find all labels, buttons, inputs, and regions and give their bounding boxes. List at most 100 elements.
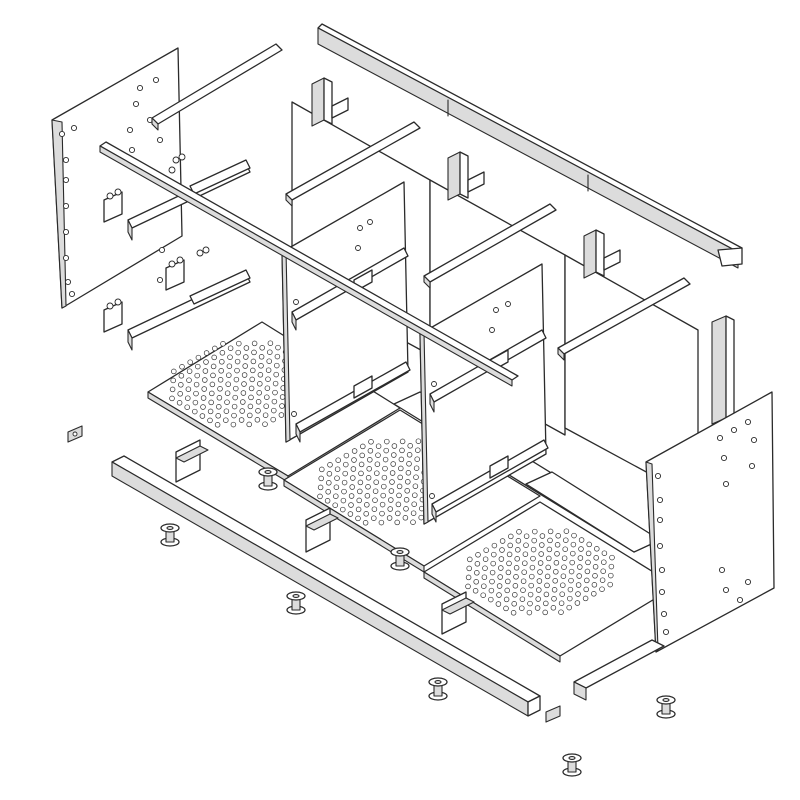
perforation-hole bbox=[246, 421, 252, 428]
perforation-hole bbox=[591, 591, 597, 597]
perforation-hole bbox=[186, 368, 193, 374]
perforation-hole bbox=[176, 400, 183, 406]
perforation-hole bbox=[505, 578, 511, 585]
perforation-hole bbox=[334, 475, 340, 481]
left-side-panel bbox=[51, 47, 183, 309]
perforation-hole bbox=[266, 358, 272, 364]
perforation-hole bbox=[474, 570, 480, 576]
mounting-hole bbox=[152, 76, 160, 84]
perforation-hole bbox=[207, 417, 213, 424]
perforation-hole bbox=[523, 542, 529, 548]
perforation-hole bbox=[567, 595, 573, 602]
perforation-hole bbox=[391, 443, 398, 449]
perforation-hole bbox=[210, 372, 216, 379]
perforation-hole bbox=[192, 408, 198, 415]
small-clip-front bbox=[545, 705, 561, 723]
perforation-hole bbox=[317, 484, 324, 491]
perforation-hole bbox=[364, 493, 371, 499]
perforation-hole bbox=[271, 407, 277, 414]
perforation-hole bbox=[255, 399, 262, 405]
perforation-hole bbox=[241, 372, 248, 378]
perforation-hole bbox=[341, 479, 348, 486]
perforation-hole bbox=[357, 488, 363, 495]
upright-bracket-2 bbox=[447, 151, 485, 201]
perforation-hole bbox=[506, 551, 513, 558]
perforation-hole bbox=[389, 470, 396, 476]
mounting-hole bbox=[132, 100, 140, 108]
perforation-hole bbox=[347, 511, 354, 517]
perforation-hole bbox=[497, 574, 503, 580]
mounting-hole bbox=[62, 202, 70, 210]
perforation-hole bbox=[515, 538, 522, 544]
perforation-hole bbox=[195, 354, 202, 361]
perforation-hole bbox=[186, 377, 192, 383]
perforation-hole bbox=[558, 609, 564, 615]
perforation-hole bbox=[381, 483, 387, 490]
perforation-hole bbox=[505, 569, 512, 576]
perforation-hole bbox=[522, 551, 529, 557]
perforation-hole bbox=[343, 452, 350, 459]
perforation-hole bbox=[178, 373, 185, 379]
perforation-hole bbox=[538, 551, 544, 557]
perforation-hole bbox=[367, 448, 374, 454]
perforation-hole bbox=[411, 501, 417, 507]
perforation-hole bbox=[271, 398, 278, 405]
perforation-hole bbox=[351, 448, 358, 454]
perforation-hole bbox=[415, 447, 421, 453]
perforation-hole bbox=[608, 563, 615, 570]
perforation-hole bbox=[325, 489, 331, 495]
perforation-hole bbox=[521, 569, 527, 575]
perforation-hole bbox=[379, 510, 385, 517]
perforation-hole bbox=[242, 363, 248, 369]
perforation-hole bbox=[247, 412, 253, 419]
perforation-hole bbox=[406, 461, 412, 467]
perforation-hole bbox=[599, 586, 605, 592]
perforation-hole bbox=[371, 506, 378, 512]
perforation-hole bbox=[504, 587, 510, 594]
mounting-hole bbox=[658, 566, 666, 574]
perforation-hole bbox=[231, 403, 238, 410]
floor-right-perforations bbox=[465, 528, 615, 616]
perforation-hole bbox=[510, 610, 517, 616]
perforation-hole bbox=[601, 550, 608, 556]
perforation-hole bbox=[537, 569, 543, 575]
perforation-hole bbox=[410, 519, 416, 525]
front-base-rail bbox=[111, 455, 541, 717]
perforation-hole bbox=[236, 340, 242, 347]
perforation-hole bbox=[208, 399, 214, 406]
perforation-hole bbox=[265, 367, 272, 373]
perforation-hole bbox=[542, 609, 548, 616]
perforation-hole bbox=[375, 452, 381, 458]
perforation-hole bbox=[511, 601, 517, 607]
perforation-hole bbox=[534, 605, 541, 611]
perforation-hole bbox=[217, 377, 224, 383]
perforation-hole bbox=[466, 565, 472, 572]
perforation-hole bbox=[574, 600, 581, 606]
perforation-hole bbox=[535, 596, 541, 602]
perforation-hole bbox=[226, 363, 233, 369]
perforation-hole bbox=[234, 367, 240, 374]
perforation-hole bbox=[378, 519, 385, 526]
perforation-hole bbox=[395, 510, 401, 517]
perforation-hole bbox=[530, 546, 537, 553]
long-top-rail bbox=[99, 141, 519, 387]
perforation-hole bbox=[418, 514, 424, 521]
mounting-hole bbox=[136, 84, 144, 92]
perforation-hole bbox=[609, 554, 615, 561]
perforation-hole bbox=[546, 546, 553, 553]
perforation-hole bbox=[481, 583, 487, 589]
perforation-hole bbox=[248, 385, 255, 392]
mounting-hole bbox=[68, 290, 76, 298]
mounting-hole bbox=[62, 254, 70, 262]
perforation-hole bbox=[544, 582, 550, 589]
perforation-hole bbox=[475, 552, 481, 558]
perforation-hole bbox=[215, 413, 221, 419]
perforation-hole bbox=[230, 421, 237, 428]
perforation-hole bbox=[582, 595, 589, 602]
perforation-hole bbox=[491, 551, 497, 558]
perforation-hole bbox=[539, 533, 546, 539]
perforation-hole bbox=[578, 537, 585, 543]
perforation-hole bbox=[515, 547, 521, 553]
perforation-hole bbox=[522, 560, 528, 566]
perforation-hole bbox=[507, 542, 513, 549]
